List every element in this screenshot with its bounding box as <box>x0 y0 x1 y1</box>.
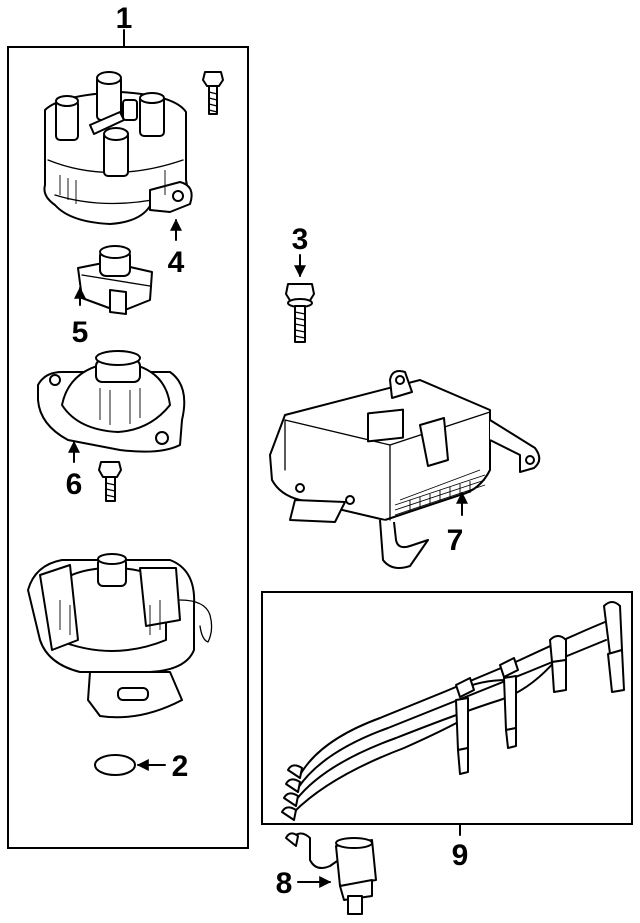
cap-screw[interactable] <box>202 71 224 115</box>
spark-plug-wires[interactable] <box>281 601 625 821</box>
o-ring[interactable] <box>94 754 136 776</box>
callout-1[interactable]: 1 <box>116 2 133 35</box>
group-box-9 <box>261 591 633 825</box>
callout-2[interactable]: 2 <box>172 750 189 783</box>
engine-control-module[interactable] <box>269 370 541 569</box>
callout-6[interactable]: 6 <box>66 468 83 501</box>
ignition-coil[interactable] <box>285 832 377 915</box>
callout-7[interactable]: 7 <box>447 524 464 557</box>
rotor[interactable] <box>77 245 153 315</box>
callout-5[interactable]: 5 <box>72 316 89 349</box>
distributor-assembly-group: 1 <box>7 2 249 849</box>
spark-plug-wire-group: 9 <box>261 591 633 872</box>
distributor-body[interactable] <box>27 553 213 719</box>
callout-8[interactable]: 8 <box>276 867 293 900</box>
mounting-bolt[interactable] <box>285 283 315 343</box>
callout-9[interactable]: 9 <box>452 839 469 872</box>
distributor-cap[interactable] <box>43 71 193 225</box>
shield-bolt[interactable] <box>98 461 122 502</box>
group-box-1 <box>7 46 249 849</box>
callout-4[interactable]: 4 <box>168 246 185 279</box>
callout-3[interactable]: 3 <box>292 223 309 256</box>
distributor-shield[interactable] <box>37 350 186 453</box>
